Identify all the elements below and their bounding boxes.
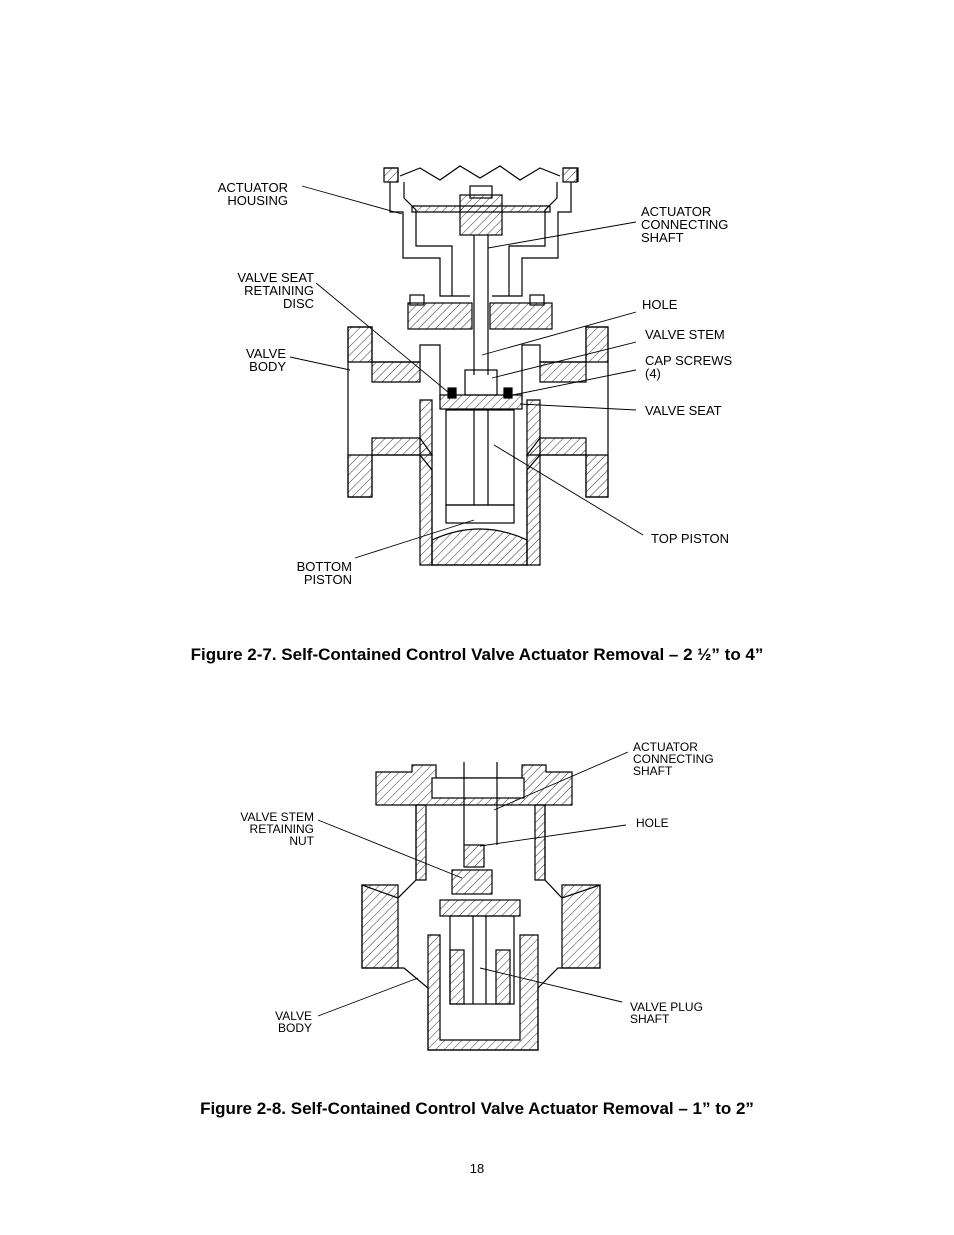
label-valve-seat-retaining-disc: VALVE SEAT RETAINING DISC [237, 270, 314, 311]
label-actuator-connecting-shaft: ACTUATOR CONNECTING SHAFT [641, 204, 729, 245]
label-valve-body: VALVE BODY [246, 346, 286, 374]
label-actuator-housing: ACTUATOR HOUSING [217, 180, 288, 208]
label-bottom-piston: BOTTOM PISTON [296, 559, 352, 587]
label-valve-seat: VALVE SEAT [645, 403, 722, 418]
label-valve-stem-retaining-nut: VALVE STEM RETAINING NUT [240, 810, 314, 848]
label-actuator-connecting-shaft-2: ACTUATOR CONNECTING SHAFT [633, 740, 714, 778]
page-number: 18 [469, 1161, 485, 1176]
figure-2-7-caption: Figure 2-7. Self-Contained Control Valve… [190, 645, 764, 664]
label-hole-2: HOLE [636, 816, 669, 830]
label-cap-screws: CAP SCREWS (4) [645, 353, 733, 381]
label-hole: HOLE [642, 297, 678, 312]
figure-2-8-caption: Figure 2-8. Self-Contained Control Valve… [200, 1099, 754, 1118]
label-top-piston: TOP PISTON [651, 531, 730, 546]
label-valve-stem: VALVE STEM [645, 327, 725, 342]
label-valve-plug-shaft: VALVE PLUG SHAFT [630, 1000, 703, 1026]
label-valve-body-2: VALVE BODY [275, 1009, 312, 1035]
